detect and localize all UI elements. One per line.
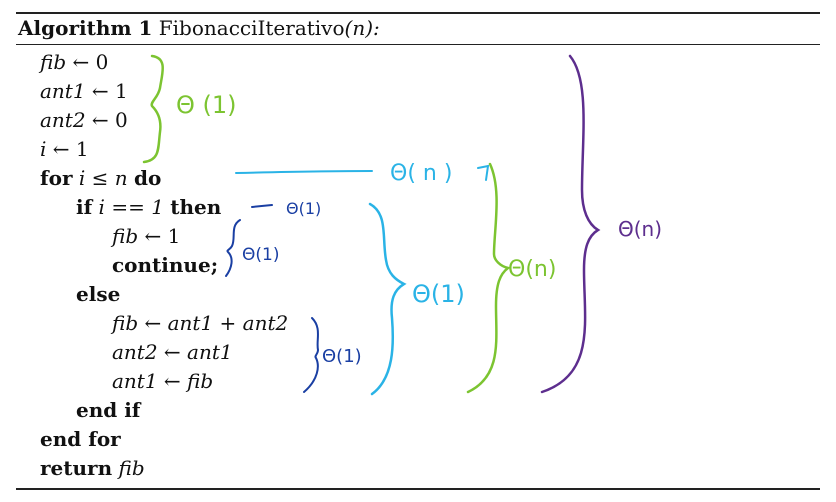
keyword-return: return xyxy=(40,456,113,480)
assign: ← 0 xyxy=(66,50,109,74)
var-fib: fib xyxy=(112,311,139,335)
code-line-2: ant1 ← 1 xyxy=(40,79,128,103)
algorithm-label: Algorithm 1 xyxy=(18,16,153,40)
if-body-line-1: fib ← 1 xyxy=(112,224,180,248)
end-if-line: end if xyxy=(76,398,140,422)
for-cost-tick xyxy=(477,164,490,181)
var-ant1: ant1 xyxy=(112,369,158,393)
top-rule xyxy=(16,12,820,14)
else-body-line-2: ant2 ← ant1 xyxy=(112,340,233,364)
function-name: FibonacciIterativo xyxy=(158,16,345,40)
init-brace xyxy=(142,54,164,164)
if-body-cost-label: Θ(1) xyxy=(242,245,279,265)
bottom-rule xyxy=(16,488,820,490)
for-cost-line xyxy=(235,170,373,174)
assign: ← 1 xyxy=(46,137,89,161)
code-line-4: i ← 1 xyxy=(40,137,89,161)
total-brace xyxy=(540,54,601,394)
else-body-line-1: fib ← ant1 + ant2 xyxy=(112,311,288,335)
else-body-line-3: ant1 ← fib xyxy=(112,369,213,393)
var-i: i xyxy=(40,137,47,161)
assign-expr: ← ant1 + ant2 xyxy=(138,311,289,335)
if-body-brace xyxy=(225,219,241,277)
if-cost-dash xyxy=(251,204,273,208)
var-ant2: ant2 xyxy=(112,340,158,364)
function-param: (n): xyxy=(344,16,380,40)
keyword-end-if: end if xyxy=(76,398,141,422)
loop-total-label: Θ(n) xyxy=(508,257,556,282)
keyword-end-for: end for xyxy=(40,427,121,451)
return-line: return fib xyxy=(40,456,145,480)
code-line-1: fib ← 0 xyxy=(40,50,108,74)
var-ant1: ant1 xyxy=(40,79,86,103)
var-fib: fib xyxy=(112,224,139,248)
for-cost-label: Θ( n ) xyxy=(390,161,452,186)
algorithm-header: Algorithm 1 FibonacciIterativo(n): xyxy=(18,16,380,40)
assign: ← 1 xyxy=(85,79,128,103)
header-rule xyxy=(16,44,820,45)
var-fib: fib xyxy=(40,50,67,74)
keyword-if: if xyxy=(76,195,93,219)
var-ant2: ant2 xyxy=(40,108,86,132)
keyword-for: for xyxy=(40,166,73,190)
branch-cost-label: Θ(1) xyxy=(412,280,465,308)
keyword-continue: continue; xyxy=(112,253,219,277)
keyword-do: do xyxy=(133,166,162,190)
if-cost-label: Θ(1) xyxy=(286,199,321,218)
end-for-line: end for xyxy=(40,427,121,451)
assign-expr: ← ant1 xyxy=(157,340,233,364)
code-line-3: ant2 ← 0 xyxy=(40,108,128,132)
assign: ← 1 xyxy=(138,224,181,248)
for-line: for i ≤ n do xyxy=(40,166,161,190)
else-cost-label: Θ(1) xyxy=(322,346,362,367)
branch-brace xyxy=(368,202,407,396)
init-cost-label: Θ (1) xyxy=(176,91,237,119)
for-condition: i ≤ n xyxy=(72,166,134,190)
else-line: else xyxy=(76,282,120,306)
if-condition: i == 1 xyxy=(92,195,171,219)
if-line: if i == 1 then xyxy=(76,195,221,219)
if-body-line-2: continue; xyxy=(112,253,218,277)
keyword-then: then xyxy=(170,195,222,219)
return-var: fib xyxy=(112,456,145,480)
else-body-brace xyxy=(303,317,320,393)
assign-expr: ← fib xyxy=(157,369,214,393)
keyword-else: else xyxy=(76,282,121,306)
total-cost-label: Θ(n) xyxy=(618,217,662,241)
assign: ← 0 xyxy=(85,108,128,132)
loop-brace xyxy=(466,162,511,394)
